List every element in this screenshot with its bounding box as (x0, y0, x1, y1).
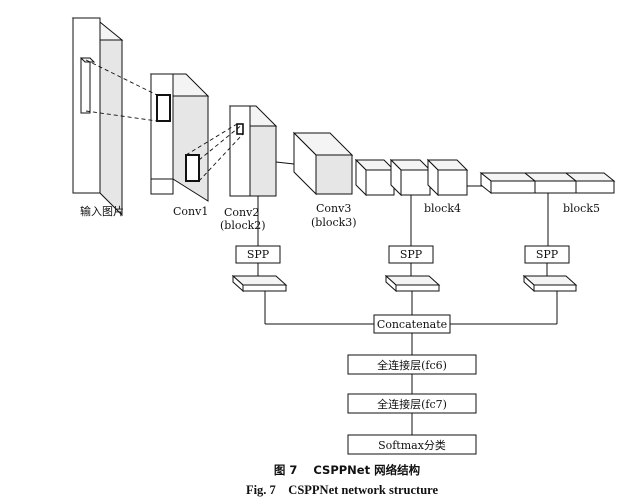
conv2-conv3-link (275, 161, 295, 165)
block5-cubes (479, 171, 616, 195)
fc6-label: 全连接层(fc6) (377, 358, 447, 372)
softmax-label: Softmax分类 (378, 438, 446, 452)
concatenate-label: Concatenate (377, 318, 447, 331)
block4-label: block4 (424, 202, 461, 215)
conv3-sub-label: (block3) (311, 216, 357, 229)
conv2-block (228, 105, 278, 197)
spp-label-right: SPP (536, 248, 559, 261)
conv3-block (292, 131, 354, 196)
concat-merge-lines (264, 291, 558, 325)
pooled-plate-mid (384, 274, 441, 293)
pooled-plate-left (231, 274, 288, 293)
pooled-plate-right (522, 274, 578, 293)
fc7-label: 全连接层(fc7) (377, 397, 447, 411)
block4-cubes (354, 158, 469, 197)
conv3-label: Conv3 (316, 202, 351, 215)
conv1-block (149, 73, 210, 202)
spp-label-left: SPP (247, 248, 270, 261)
projection-lines (85, 59, 244, 182)
input-label: 输入图片 (80, 204, 124, 218)
conv1-label: Conv1 (173, 205, 208, 218)
softmax-box (347, 434, 477, 455)
spp-label-mid: SPP (400, 248, 423, 261)
caption-cn: 图 7 CSPPNet 网络结构 (274, 463, 421, 477)
conv2-label: Conv2 (224, 206, 259, 219)
input-image-block (71, 17, 124, 217)
conv2-sub-label: (block2) (220, 219, 266, 232)
block5-label: block5 (563, 202, 600, 215)
caption-en: Fig. 7 CSPPNet network structure (246, 483, 439, 497)
